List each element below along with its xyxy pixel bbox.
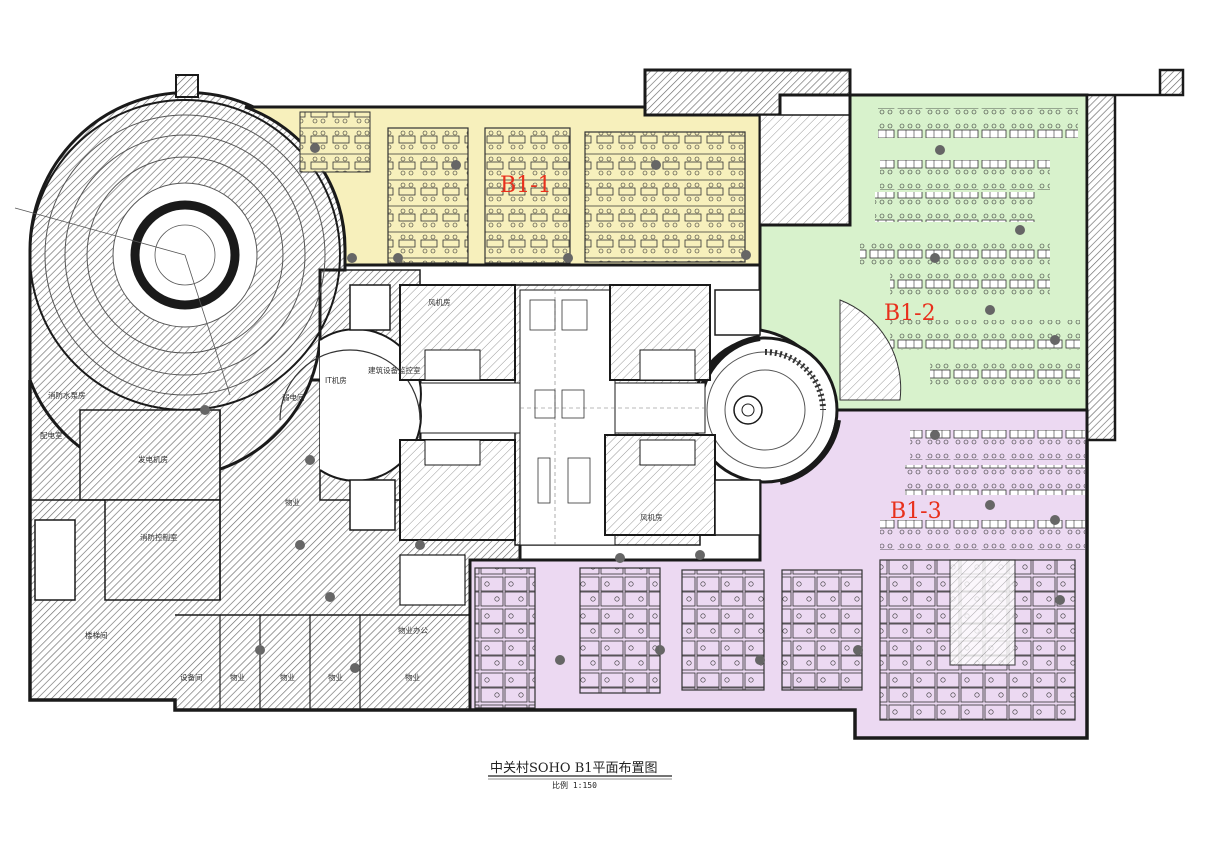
property-office-label: 物业办公 (398, 625, 428, 635)
drawing-title: 中关村SOHO B1平面布置图 (490, 761, 658, 776)
fan-room-2-label: 风机房 (640, 512, 663, 522)
room-labels: IT机房 建筑设备监控室 弱电间 发电机房 消防控制室 物业 物业 物业 物业 … (40, 297, 663, 682)
fire-control-room-label: 消防控制室 (140, 532, 178, 542)
drawing-scale: 比例 1:150 (552, 780, 597, 790)
central-lobby (419, 289, 706, 546)
zone-b1-3-label: B1-3 (890, 499, 942, 524)
core-rooms (349, 284, 761, 541)
cold-room-label: 设备间 (180, 672, 203, 682)
storage-3-label: 物业 (280, 672, 295, 682)
zone-b1-1: B1-1 (244, 105, 762, 267)
building-outline (28, 263, 1089, 740)
stair-room-label: 楼梯间 (85, 630, 108, 640)
east-wall-strip (1085, 68, 1185, 442)
central-spiral-stair (691, 335, 841, 485)
equipment-room-label: 建筑设备监控室 (368, 365, 421, 375)
zone-b1-3: B1-3 (468, 408, 1089, 740)
it-room-label: IT机房 (325, 375, 347, 385)
north-stair-core (643, 68, 852, 285)
storage-1-label: 物业 (285, 497, 300, 507)
zone-b1-2-label: B1-2 (884, 301, 936, 326)
service-room-walls (30, 409, 470, 710)
generator-room-label: 发电机房 (138, 454, 168, 464)
storage-4-label: 物业 (328, 672, 343, 682)
weak-current-room-label: 弱电间 (282, 392, 305, 402)
circular-ramp (14, 74, 347, 480)
fan-room-1-label: 风机房 (428, 297, 451, 307)
power-room-label: 配电室 (40, 430, 63, 440)
title-block: 中关村SOHO B1平面布置图 比例 1:150 (488, 761, 672, 790)
storage-5-label: 物业 (405, 672, 420, 682)
structural-columns (200, 143, 1065, 673)
zone-b1-1-label: B1-1 (500, 173, 552, 198)
pump-room-label: 消防水泵房 (48, 390, 86, 400)
zone-b1-2: B1-2 (758, 93, 1089, 412)
storage-2-label: 物业 (230, 672, 245, 682)
